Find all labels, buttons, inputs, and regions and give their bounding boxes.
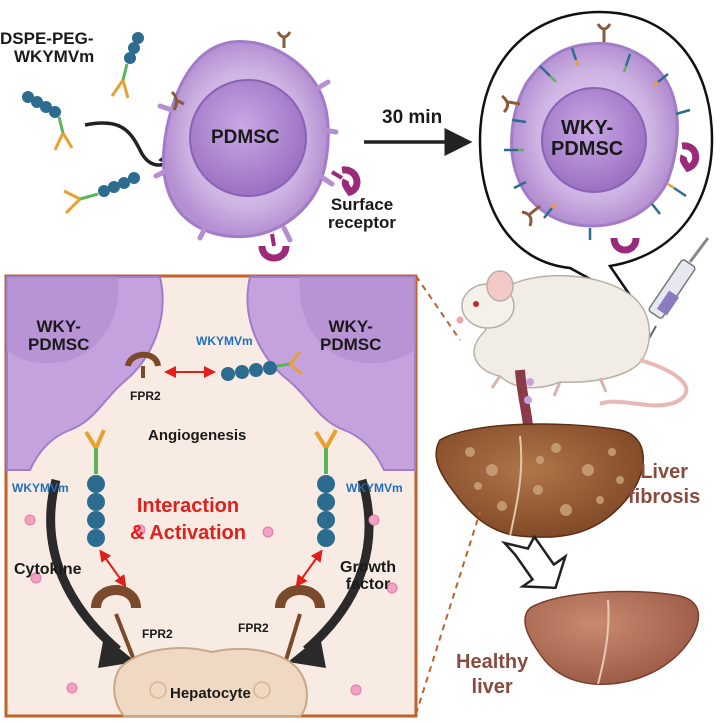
free-conjugate-2: [110, 32, 144, 99]
healthy-liver-label: Healthy liver: [456, 651, 529, 698]
bubble-receptor-1: [596, 23, 612, 42]
fpr2-label-top: FPR2: [130, 389, 161, 403]
bubble-receptor-5: [610, 237, 640, 254]
healthy-liver: [524, 590, 700, 685]
wkymvm-label-right: WKYMVm: [346, 481, 403, 495]
wkymvm-label-top: WKYMVm: [196, 334, 253, 348]
free-conjugate-3: [63, 172, 140, 215]
zoom-line-top: [415, 275, 461, 341]
fpr2-receptor-top: [125, 351, 161, 368]
cytokine-arrow: [46, 478, 121, 654]
surface-peptides: [504, 47, 691, 240]
incubation-time-label: 30 min: [382, 107, 443, 128]
panel-left-cell-label: WKY- PDMSC: [28, 317, 90, 354]
surface-receptor-label: Surface receptor: [328, 195, 397, 232]
hepatocyte: [113, 647, 308, 717]
fpr2-receptor-right: [275, 585, 325, 609]
fpr2-label-right: FPR2: [238, 621, 269, 635]
wkymvm-peptide-right: [314, 429, 338, 547]
growth-factor-arrow: [303, 478, 374, 654]
cytokine-label: Cytokine: [14, 561, 82, 578]
bubble-receptor-3: [521, 204, 541, 227]
hepatocyte-label: Hepatocyte: [170, 685, 251, 702]
conjugate-label: DSPE-PEG- WKYMVm: [0, 29, 95, 66]
fpr2-label-left: FPR2: [142, 627, 173, 641]
surface-receptor-1: [330, 166, 361, 197]
wkymvm-peptide-left: [84, 429, 106, 547]
pdmsc-cell: [153, 39, 339, 243]
interaction-activation-label: Interaction & Activation: [130, 495, 246, 544]
recovery-arrow: [500, 534, 568, 590]
receptor-brown-1: [276, 31, 292, 48]
cytokine-particles: [24, 514, 398, 696]
wkymvm-label-left: WKYMVm: [12, 481, 69, 495]
liver-fibrosis-label: Liver fibrosis: [628, 461, 701, 508]
fibrotic-liver: [435, 423, 645, 538]
angiogenesis-label: Angiogenesis: [148, 427, 247, 444]
surface-receptor-2: [258, 233, 290, 262]
bubble-receptor-2: [501, 94, 521, 114]
wky-pdmsc-label: WKY- PDMSC: [551, 117, 624, 160]
free-conjugate-1: [22, 91, 74, 151]
interaction-arrow-left: [99, 549, 127, 588]
wkymvm-peptide-top: [221, 351, 303, 381]
panel-right-cell-label: WKY- PDMSC: [320, 317, 382, 354]
syringe: [645, 237, 710, 345]
zoom-line-bottom: [415, 511, 481, 715]
pdmsc-label: PDMSC: [211, 127, 280, 148]
wky-pdmsc-cell: [510, 41, 679, 228]
mouse: [456, 270, 689, 408]
interaction-arrow-right: [295, 549, 323, 588]
bubble-receptor-4: [679, 142, 700, 173]
growth-factor-label: Growth factor: [340, 559, 396, 593]
receptor-brown-2: [170, 90, 185, 111]
fpr2-receptor-left: [91, 585, 141, 609]
